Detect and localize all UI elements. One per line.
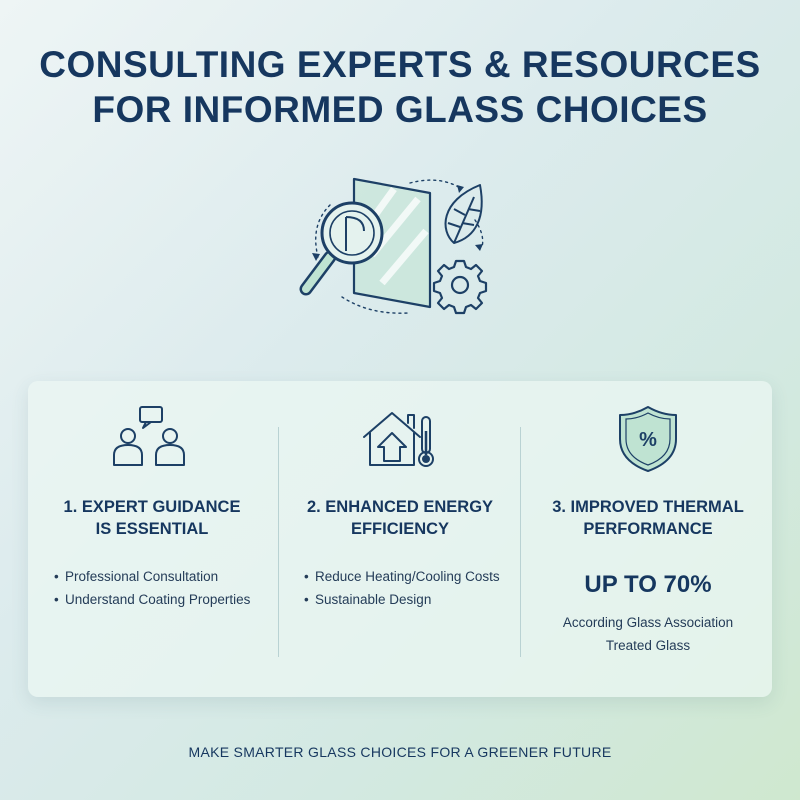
gear-icon bbox=[432, 259, 488, 315]
column-divider bbox=[278, 427, 279, 657]
column-title: 1. EXPERT GUIDANCE IS ESSENTIAL bbox=[28, 496, 276, 540]
list-item: Understand Coating Properties bbox=[54, 589, 250, 612]
leaf-icon bbox=[444, 184, 483, 244]
stat-note-line-1: According Glass Association bbox=[562, 615, 734, 630]
magnifier-icon bbox=[299, 201, 384, 296]
column-energy-efficiency: 2. ENHANCED ENERGY EFFICIENCY Reduce Hea… bbox=[276, 381, 524, 697]
consultation-people-icon bbox=[113, 406, 185, 466]
title-line-2: FOR INFORMED GLASS CHOICES bbox=[92, 89, 708, 130]
benefits-panel: 1. EXPERT GUIDANCE IS ESSENTIAL Professi… bbox=[28, 381, 772, 697]
bullet-list: Reduce Heating/Cooling Costs Sustainable… bbox=[304, 566, 500, 611]
bullet-list: Professional Consultation Understand Coa… bbox=[54, 566, 250, 611]
list-item: Sustainable Design bbox=[304, 589, 500, 612]
column-title: 2. ENHANCED ENERGY EFFICIENCY bbox=[276, 496, 524, 540]
house-thermometer-icon bbox=[363, 412, 434, 467]
column-expert-guidance: 1. EXPERT GUIDANCE IS ESSENTIAL Professi… bbox=[28, 381, 276, 697]
column-title-line-2: EFFICIENCY bbox=[350, 520, 450, 538]
title-line-1: CONSULTING EXPERTS & RESOURCES bbox=[39, 44, 761, 85]
footer-tagline: MAKE SMARTER GLASS CHOICES FOR A GREENER… bbox=[188, 744, 612, 760]
stat-note: According Glass Association Treated Glas… bbox=[524, 611, 772, 657]
column-thermal-performance: % 3. IMPROVED THERMAL PERFORMANCE UP TO … bbox=[524, 381, 772, 697]
stat-value: UP TO 70% bbox=[584, 571, 712, 598]
column-title-line-2: PERFORMANCE bbox=[583, 520, 713, 538]
list-item: Reduce Heating/Cooling Costs bbox=[304, 566, 500, 589]
column-title-line-1: 1. EXPERT GUIDANCE bbox=[63, 498, 241, 516]
hero-illustration bbox=[299, 177, 488, 315]
shield-percent-icon: % bbox=[619, 406, 677, 472]
column-title: 3. IMPROVED THERMAL PERFORMANCE bbox=[524, 496, 772, 540]
shield-percent-text: % bbox=[639, 429, 657, 451]
column-title-line-1: 2. ENHANCED ENERGY bbox=[306, 498, 494, 516]
column-divider bbox=[520, 427, 521, 657]
column-title-line-1: 3. IMPROVED THERMAL bbox=[552, 498, 744, 516]
page-title: CONSULTING EXPERTS & RESOURCES FOR INFOR… bbox=[0, 42, 800, 132]
column-title-line-2: IS ESSENTIAL bbox=[95, 520, 209, 538]
stat-note-line-2: Treated Glass bbox=[605, 638, 691, 653]
list-item: Professional Consultation bbox=[54, 566, 250, 589]
